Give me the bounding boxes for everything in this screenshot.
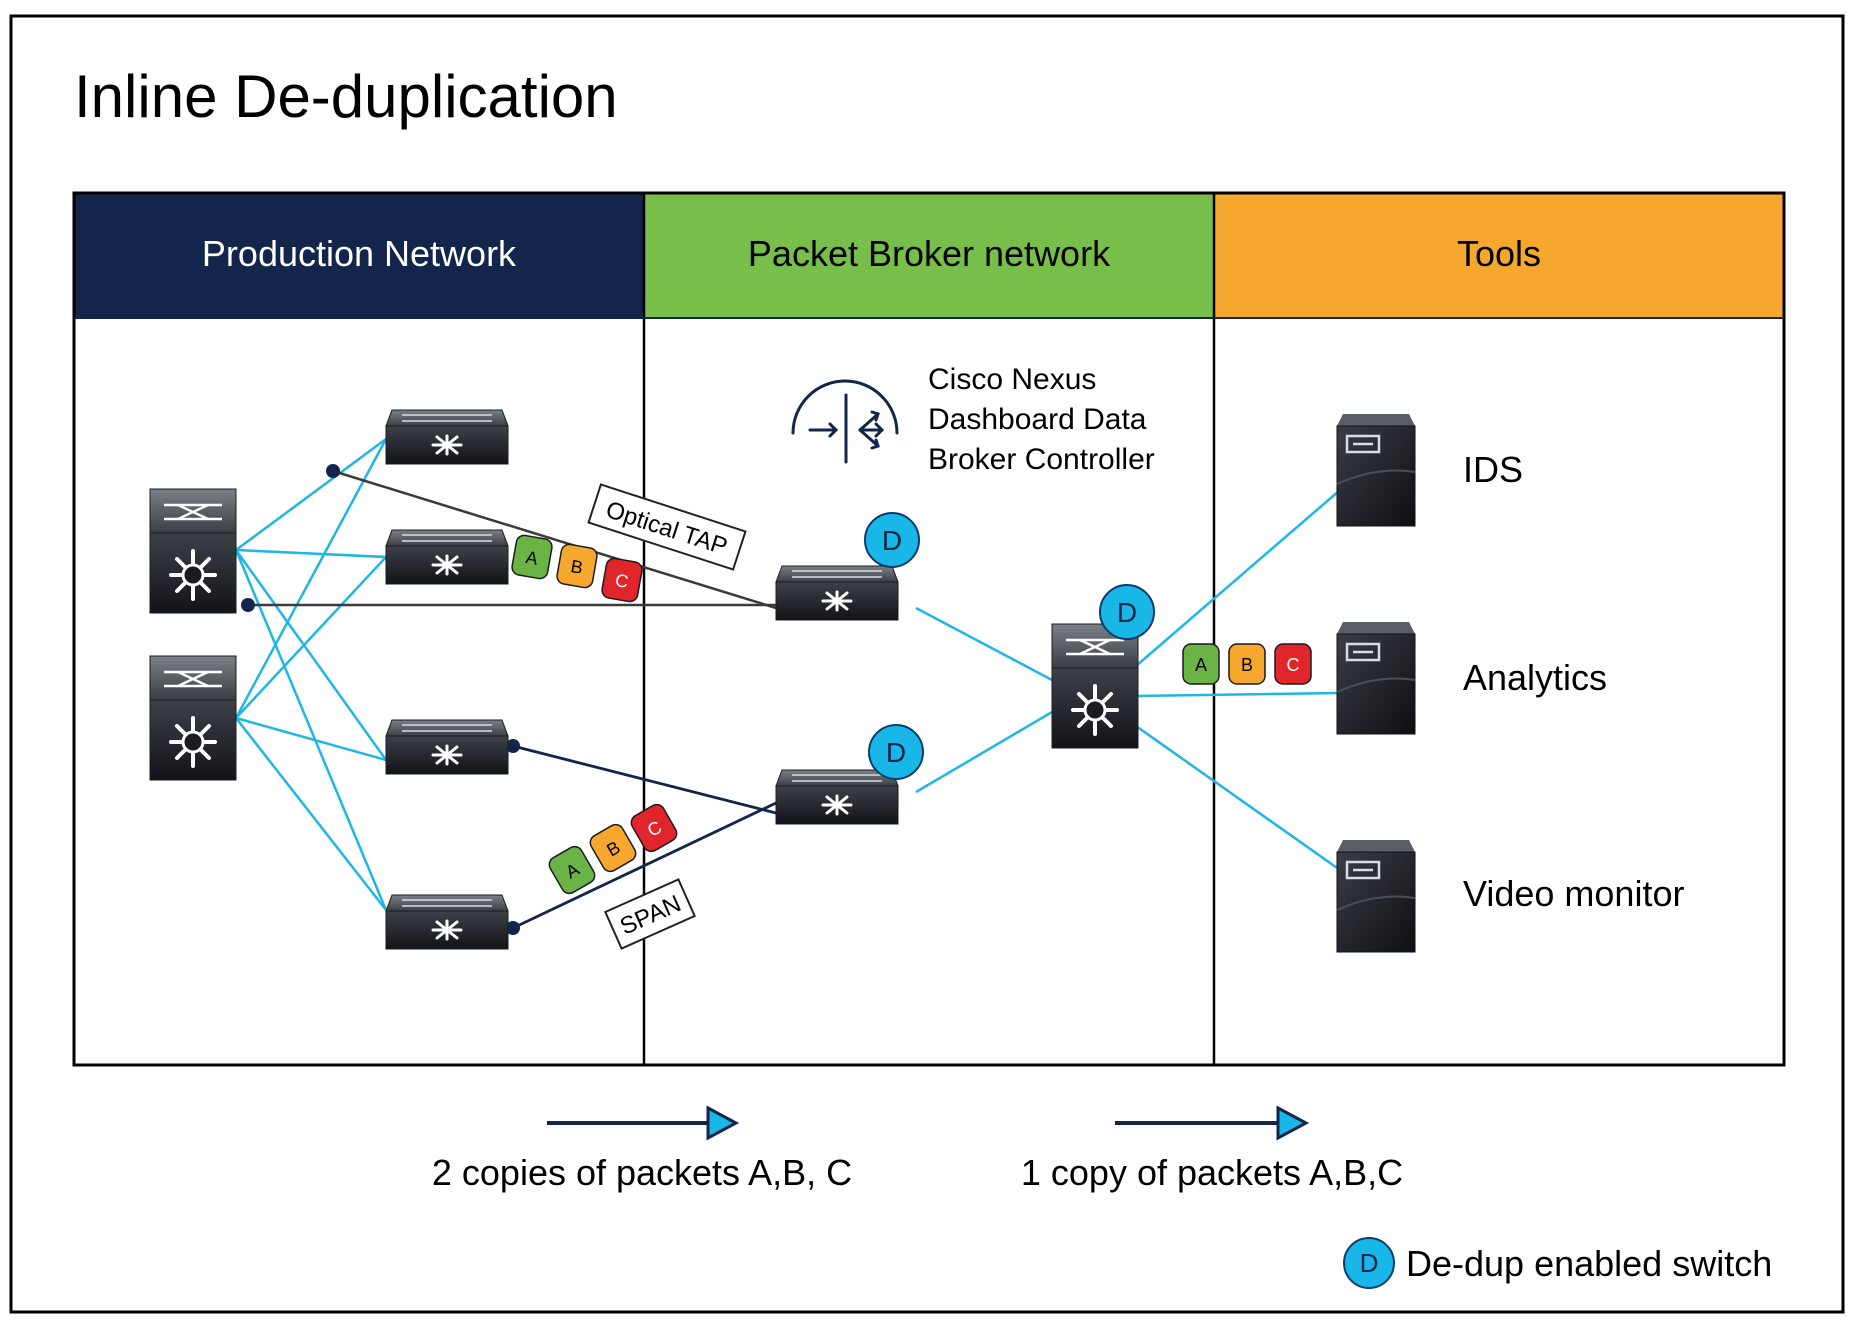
access-switch-2 bbox=[384, 528, 510, 586]
svg-text:A: A bbox=[1195, 655, 1207, 675]
legend-badge bbox=[1343, 1237, 1395, 1289]
packet-a: A bbox=[511, 534, 553, 580]
dedup-aggregation-switch bbox=[1050, 622, 1140, 750]
broker-switch-1 bbox=[774, 564, 900, 622]
svg-text:C: C bbox=[1287, 655, 1300, 675]
diagram-title: Inline De-duplication bbox=[74, 63, 618, 130]
access-switch-1 bbox=[384, 408, 510, 466]
flow-arrow-after bbox=[1115, 1105, 1310, 1141]
server-analytics bbox=[1335, 620, 1417, 736]
svg-text:D: D bbox=[1117, 597, 1137, 628]
tools-header: Tools bbox=[1457, 233, 1541, 274]
broker-tool-links bbox=[915, 489, 1341, 872]
tool-ids-label: IDS bbox=[1463, 449, 1523, 490]
svg-text:D: D bbox=[886, 737, 906, 768]
svg-text:D: D bbox=[882, 525, 902, 556]
packet-a: A bbox=[1182, 643, 1220, 685]
tools-header-bg bbox=[1214, 193, 1784, 318]
sections-frame bbox=[72, 191, 1786, 1067]
packet-group-dedup: A B C bbox=[1182, 643, 1312, 685]
controller-line-3: Broker Controller bbox=[928, 443, 1155, 476]
tool-video-label: Video monitor bbox=[1463, 873, 1684, 914]
flow-after-label: 1 copy of packets A,B,C bbox=[1021, 1152, 1403, 1193]
access-switch-3 bbox=[384, 718, 510, 776]
legend-label: De-dup enabled switch bbox=[1406, 1243, 1772, 1284]
packet-a: A bbox=[548, 845, 596, 895]
legend-badge-letter: D bbox=[1360, 1248, 1379, 1278]
production-mesh-links bbox=[234, 437, 388, 911]
controller-icon bbox=[791, 379, 899, 464]
controller-line-1: Cisco Nexus bbox=[928, 363, 1096, 396]
tap-point-2 bbox=[241, 598, 255, 612]
span-point-2 bbox=[506, 921, 520, 935]
dedup-badge-broker-2: D bbox=[868, 724, 924, 780]
dedup-badge-broker-1: D bbox=[864, 512, 920, 568]
core-switch-1 bbox=[148, 487, 238, 615]
packet-c: C bbox=[1274, 643, 1312, 685]
broker-header: Packet Broker network bbox=[748, 233, 1111, 274]
controller-line-2: Dashboard Data bbox=[928, 403, 1147, 436]
packet-c: C bbox=[601, 557, 643, 603]
svg-text:C: C bbox=[614, 570, 630, 592]
flow-before-label: 2 copies of packets A,B, C bbox=[432, 1152, 852, 1193]
core-switch-2 bbox=[148, 654, 238, 782]
span-lines bbox=[512, 744, 777, 930]
server-video-monitor bbox=[1335, 838, 1417, 954]
broker-switch-2 bbox=[774, 768, 900, 826]
production-header: Production Network bbox=[202, 233, 517, 274]
packet-c: C bbox=[630, 803, 678, 853]
access-switch-4 bbox=[384, 893, 510, 951]
svg-text:A: A bbox=[524, 547, 539, 569]
optical-tap-lines bbox=[248, 469, 777, 610]
svg-text:B: B bbox=[1241, 655, 1253, 675]
packet-group-optical: A B C bbox=[511, 534, 643, 603]
packet-b: B bbox=[589, 823, 637, 873]
span-point-1 bbox=[506, 739, 520, 753]
packet-group-span: A B C bbox=[548, 803, 678, 895]
svg-text:B: B bbox=[569, 556, 584, 578]
tap-point-1 bbox=[326, 464, 340, 478]
dedup-badge-aggregation: D bbox=[1099, 584, 1155, 640]
broker-header-bg bbox=[644, 193, 1214, 318]
server-ids bbox=[1335, 412, 1417, 528]
flow-arrow-before bbox=[547, 1105, 740, 1141]
tool-analytics-label: Analytics bbox=[1463, 657, 1607, 698]
packet-b: B bbox=[1228, 643, 1266, 685]
production-header-bg bbox=[74, 193, 644, 318]
packet-b: B bbox=[556, 543, 598, 589]
legend: D De-dup enabled switch bbox=[1343, 1237, 1772, 1289]
